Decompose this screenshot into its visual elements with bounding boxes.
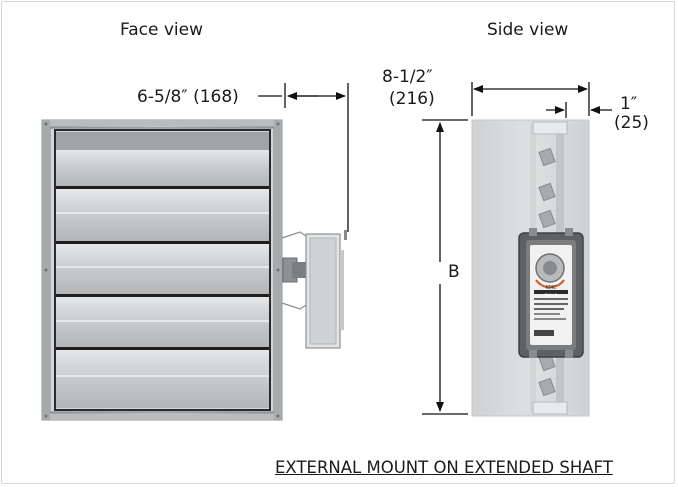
face-view-actuator <box>281 230 347 349</box>
side-view-actuator: KMC BULL2 <box>518 228 584 358</box>
damper-blades <box>56 132 269 408</box>
shaft-dimension <box>546 102 612 118</box>
face-view-title: Face view <box>120 20 203 40</box>
shaft-dimension-mm-label: (25) <box>614 113 649 133</box>
linkage-clips <box>538 147 556 397</box>
shaft-dimension-in-label: 1″ <box>620 94 638 114</box>
actuator-model-text: BULL2 <box>545 293 558 298</box>
depth-dimension-in-label: 8-1/2″ <box>382 67 433 87</box>
offset-dimension <box>258 83 349 232</box>
height-dimension <box>422 119 468 415</box>
depth-dimension-mm-label: (216) <box>389 89 435 109</box>
depth-dimension <box>471 82 590 116</box>
face-view-damper <box>41 119 283 421</box>
offset-dimension-label: 6-5/8″ (168) <box>137 87 239 107</box>
side-view-title: Side view <box>487 20 569 40</box>
height-dimension-label: B <box>448 262 460 282</box>
actuator-brand-text: KMC <box>545 285 557 291</box>
caption: EXTERNAL MOUNT ON EXTENDED SHAFT <box>275 458 613 477</box>
